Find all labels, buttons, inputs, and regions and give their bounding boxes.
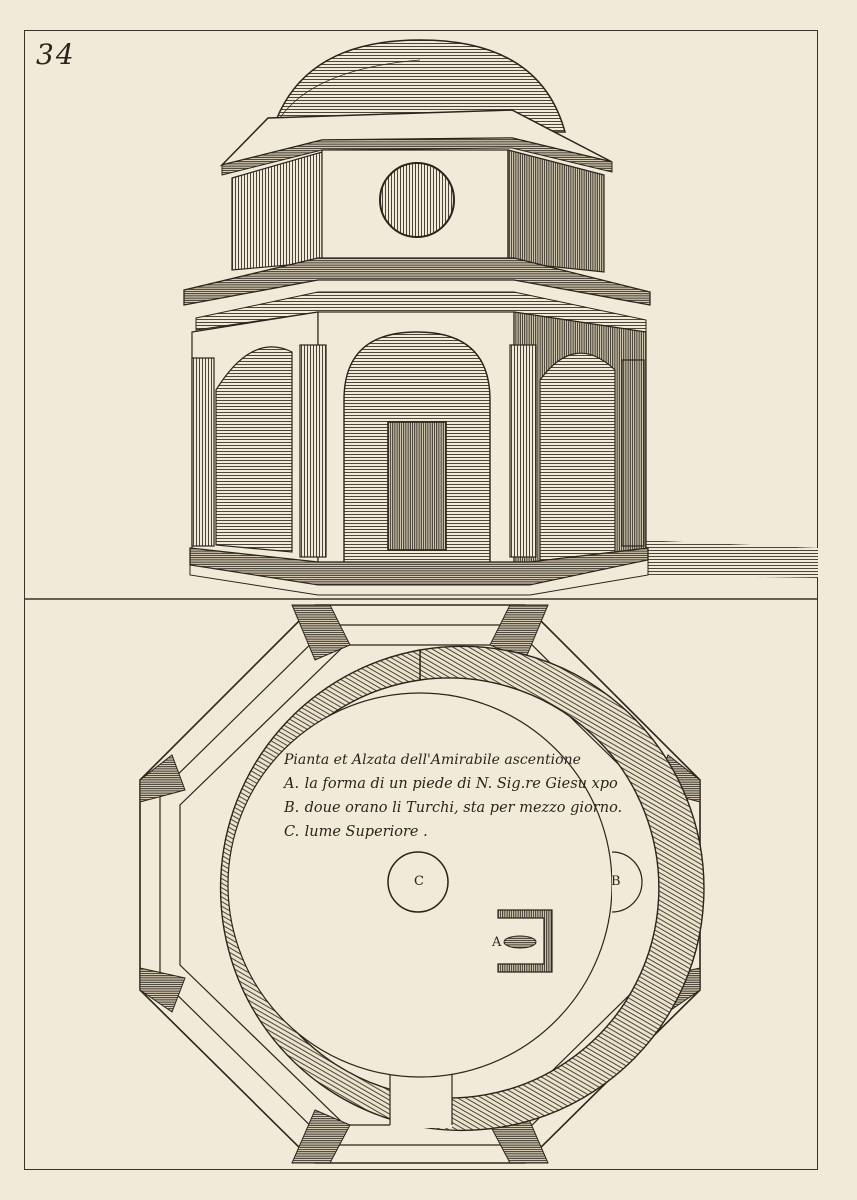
plan-legend: Pianta et Alzata dell'Amirabile ascentio… [284,748,622,844]
legend-text: doue orano li Turchi, sta per mezzo gior… [304,800,623,816]
plate-border [24,30,818,1170]
legend-item: C. lume Superiore . [284,820,614,844]
legend-key: B. [284,800,300,816]
plan-label-a: A [492,935,502,950]
plan-label-c: C [414,874,424,889]
legend-text: lume Superiore . [304,824,428,840]
legend-item: A. la forma di un piede di N. Sig.re Gie… [284,772,618,796]
legend-item: B. doue orano li Turchi, sta per mezzo g… [284,796,622,820]
legend-key: C. [284,824,300,840]
plan-label-b: B [611,874,621,889]
legend-title: Pianta et Alzata dell'Amirabile ascentio… [284,752,581,768]
elevation-drawing [183,39,818,596]
floor-plan-drawing [139,604,705,1164]
plate-number: 34 [36,38,76,71]
legend-text: la forma di un piede di N. Sig.re Giesu … [304,776,618,792]
legend-key: A. [284,776,300,792]
